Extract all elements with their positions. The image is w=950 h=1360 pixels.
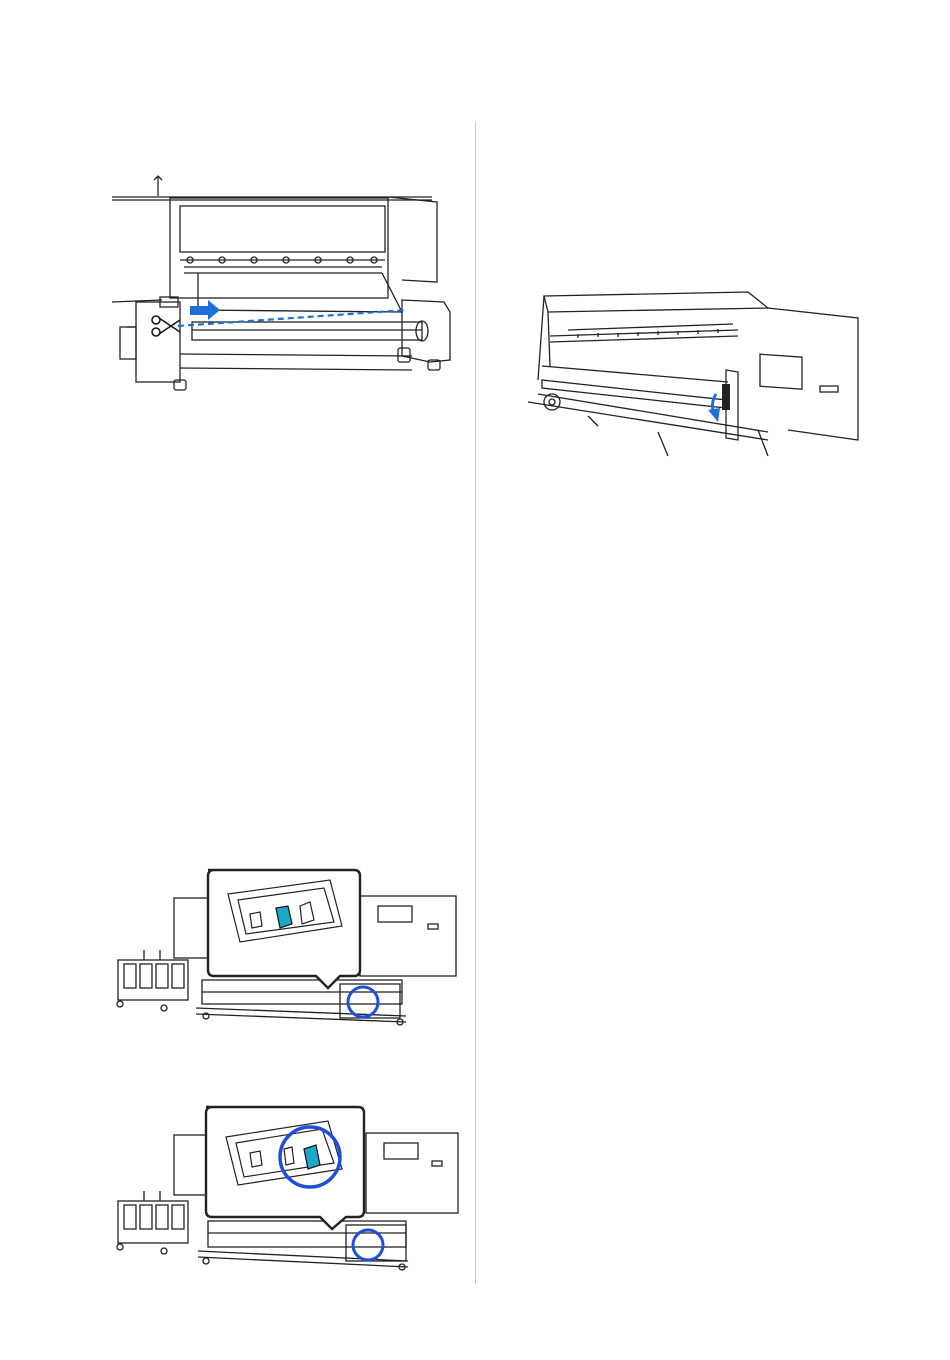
- printer-front-illustration: [528, 290, 861, 462]
- unit-highlight-circle: [353, 1230, 383, 1260]
- takeup-unit-illustration-2: [110, 1103, 460, 1283]
- scissors-icon: [152, 316, 180, 336]
- takeup-unit-illustration: [110, 866, 460, 1026]
- figure-lower-media-basket: [528, 290, 861, 462]
- feed-arrow-icon: [190, 300, 220, 320]
- column-divider: [475, 122, 476, 1284]
- figure-auto-switch-off: [110, 1103, 460, 1283]
- printer-rear-illustration: [112, 172, 457, 397]
- figure-cut-media: [112, 172, 457, 397]
- figure-auto-switch-center: [110, 866, 460, 1026]
